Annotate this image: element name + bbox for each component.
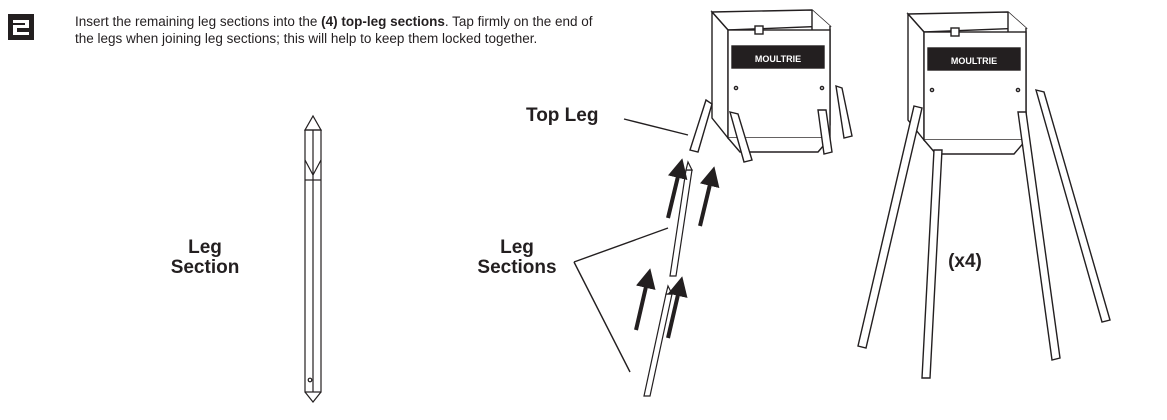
assembled-logo-text: MOULTRIE	[951, 56, 997, 66]
leg-sections-label: Leg Sections	[477, 237, 557, 278]
feeder-with-top-legs	[689, 9, 853, 163]
loose-leg-sections	[643, 160, 693, 397]
leg-section-label: Leg Section	[170, 237, 240, 278]
assembled-feeder	[857, 11, 1111, 379]
instruction-bold: (4) top-leg sections	[321, 14, 445, 29]
pointer-lines	[573, 118, 689, 373]
instruction-text: Insert the remaining leg sections into t…	[75, 14, 593, 46]
feeder-logo-text: MOULTRIE	[755, 54, 801, 64]
top-leg-label: Top Leg	[526, 105, 599, 126]
leg-section-drawing	[303, 114, 323, 403]
step-number-icon	[8, 14, 34, 40]
insert-arrows	[634, 158, 720, 339]
quantity-label: (x4)	[948, 251, 982, 272]
